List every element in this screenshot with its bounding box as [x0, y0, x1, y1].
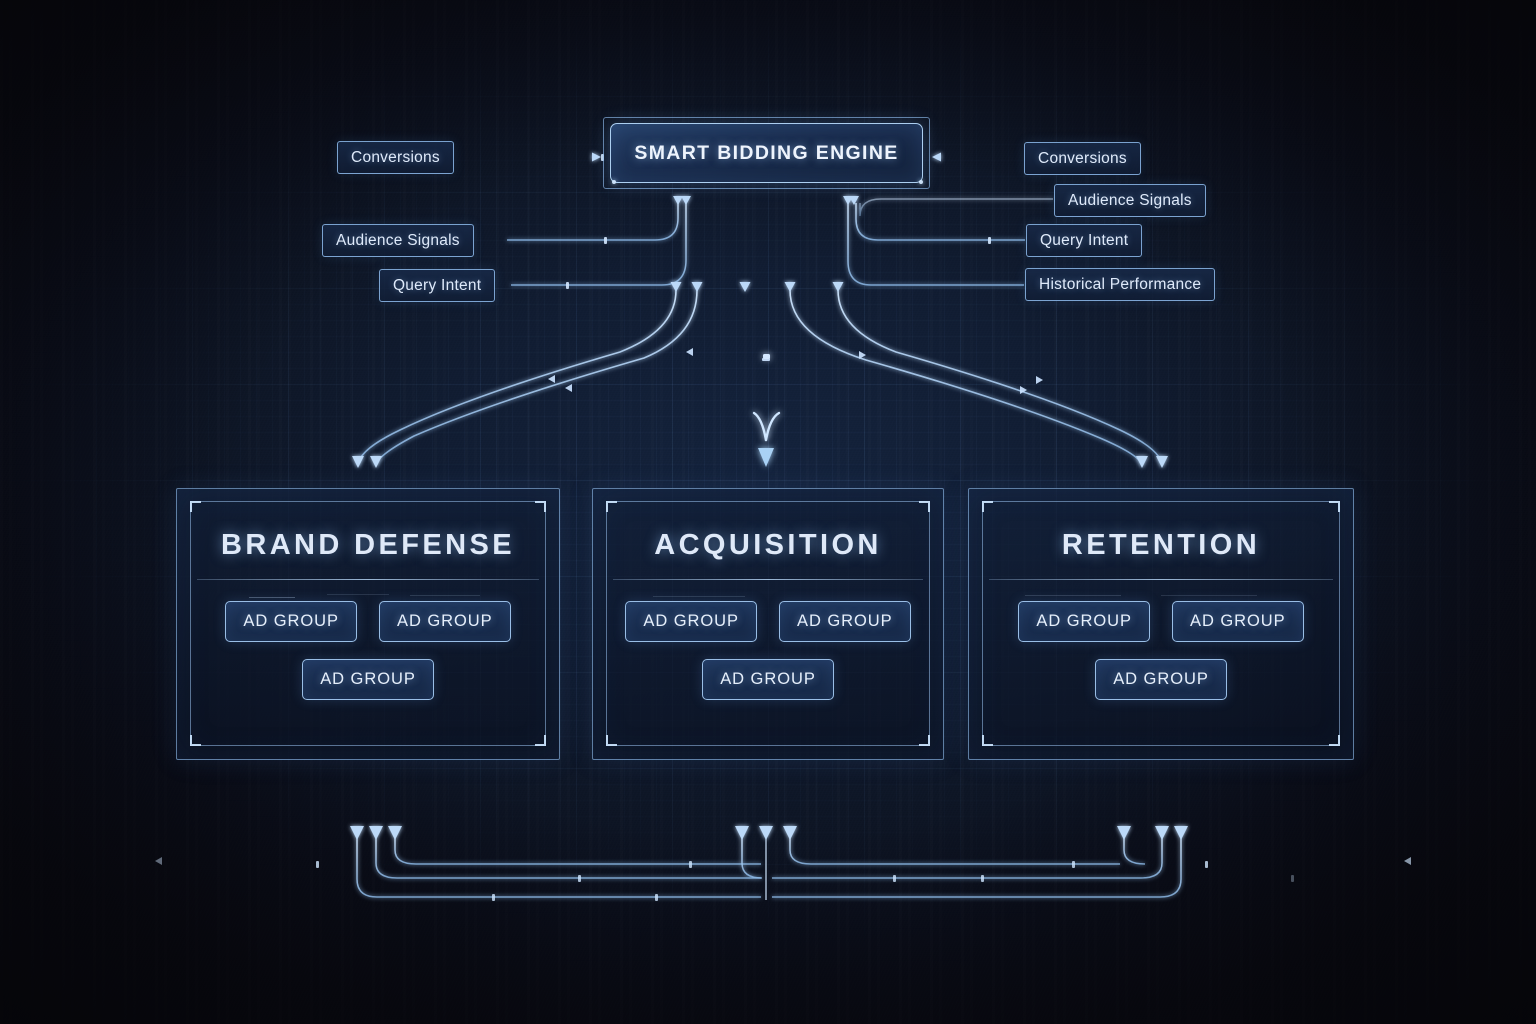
smart-bidding-engine-node[interactable]: SMART BIDDING ENGINE: [610, 123, 923, 183]
ad-group-row: AD GROUP AD GROUP: [989, 601, 1333, 642]
ad-group-row: AD GROUP: [197, 659, 539, 700]
engine-nub-left: [612, 180, 616, 184]
corner-marker-icon: [1329, 501, 1340, 512]
panel-inner-frame: [982, 501, 1340, 746]
blueprint-scuff: [249, 597, 295, 598]
corner-marker-icon: [606, 735, 617, 746]
signal-label: Conversions: [351, 148, 440, 166]
ad-group-label: AD GROUP: [397, 612, 493, 630]
signal-label: Audience Signals: [1068, 191, 1192, 209]
signal-label: Audience Signals: [336, 231, 460, 249]
ad-group-box[interactable]: AD GROUP: [1018, 601, 1150, 642]
ad-group-row: AD GROUP AD GROUP: [613, 601, 923, 642]
corner-marker-icon: [919, 735, 930, 746]
ad-group-container: AD GROUP AD GROUP AD GROUP: [197, 601, 539, 717]
panel-entry-arrowheads: [352, 456, 1168, 468]
campaign-panel-retention[interactable]: RETENTION AD GROUP AD GROUP AD GROUP: [968, 488, 1354, 760]
corner-marker-icon: [1329, 735, 1340, 746]
corner-marker-icon: [919, 501, 930, 512]
ad-group-label: AD GROUP: [320, 670, 416, 688]
corner-marker-icon: [982, 501, 993, 512]
engine-title: SMART BIDDING ENGINE: [634, 141, 899, 164]
ad-group-label: AD GROUP: [1036, 612, 1132, 630]
signal-chip-right-historical-performance[interactable]: Historical Performance: [1025, 268, 1216, 301]
corner-marker-icon: [606, 501, 617, 512]
ad-group-label: AD GROUP: [797, 612, 893, 630]
blueprint-scuff: [327, 594, 389, 595]
panel-inner-frame: [190, 501, 546, 746]
feedback-loop-lines: [356, 760, 1182, 898]
blueprint-scuff: [1161, 595, 1257, 596]
ad-group-container: AD GROUP AD GROUP AD GROUP: [613, 601, 923, 717]
signal-chip-right-audience-signals[interactable]: Audience Signals: [1054, 184, 1206, 217]
ad-group-row: AD GROUP AD GROUP: [197, 601, 539, 642]
campaign-title: ACQUISITION: [654, 529, 882, 561]
ad-group-box[interactable]: AD GROUP: [779, 601, 911, 642]
distribution-lines: [357, 192, 1163, 467]
signal-chip-right-conversions[interactable]: Conversions: [1024, 142, 1141, 175]
campaign-panel-acquisition[interactable]: ACQUISITION AD GROUP AD GROUP AD GROUP: [592, 488, 944, 760]
ad-group-label: AD GROUP: [243, 612, 339, 630]
signal-label: Query Intent: [1040, 231, 1129, 249]
center-main-arrow: [752, 354, 781, 467]
ad-group-box[interactable]: AD GROUP: [225, 601, 357, 642]
blueprint-scuff: [410, 595, 480, 596]
panel-divider: [613, 579, 923, 580]
ad-group-container: AD GROUP AD GROUP AD GROUP: [989, 601, 1333, 717]
path-direction-markers: [548, 348, 1043, 394]
ad-group-box[interactable]: AD GROUP: [1172, 601, 1304, 642]
feedback-arrowheads: [350, 826, 1188, 840]
blueprint-scuff: [1025, 595, 1121, 596]
smart-bidding-engine-frame: [603, 117, 930, 189]
ad-group-box[interactable]: AD GROUP: [625, 601, 757, 642]
ad-group-label: AD GROUP: [1113, 670, 1209, 688]
campaign-title: BRAND DEFENSE: [221, 529, 515, 561]
ad-group-label: AD GROUP: [1190, 612, 1286, 630]
corner-marker-icon: [982, 735, 993, 746]
panel-inner-frame: [606, 501, 930, 746]
signal-chip-right-query-intent[interactable]: Query Intent: [1026, 224, 1143, 257]
panel-divider: [197, 579, 539, 580]
ad-group-label: AD GROUP: [720, 670, 816, 688]
ad-group-row: AD GROUP: [613, 659, 923, 700]
ad-group-row: AD GROUP: [989, 659, 1333, 700]
ad-group-box[interactable]: AD GROUP: [1095, 659, 1227, 700]
campaign-title: RETENTION: [1061, 529, 1261, 561]
ad-group-box[interactable]: AD GROUP: [702, 659, 834, 700]
blueprint-scuff: [653, 596, 745, 597]
corner-marker-icon: [190, 735, 201, 746]
ad-group-label: AD GROUP: [643, 612, 739, 630]
signal-label: Query Intent: [393, 276, 482, 294]
signal-chip-left-audience-signals[interactable]: Audience Signals: [322, 224, 474, 257]
corner-marker-icon: [535, 735, 546, 746]
panel-divider: [989, 579, 1333, 580]
distribution-arrowheads: [670, 282, 844, 292]
signal-chip-left-conversions[interactable]: Conversions: [337, 141, 454, 174]
corner-marker-icon: [190, 501, 201, 512]
rail-ticks: [155, 857, 1411, 901]
ad-group-box[interactable]: AD GROUP: [379, 601, 511, 642]
corner-marker-icon: [535, 501, 546, 512]
signal-chip-left-query-intent[interactable]: Query Intent: [379, 269, 496, 302]
signal-label: Conversions: [1038, 149, 1127, 167]
signal-label: Historical Performance: [1039, 275, 1202, 293]
ad-group-box[interactable]: AD GROUP: [302, 659, 434, 700]
campaign-panel-brand-defense[interactable]: BRAND DEFENSE AD GROUP AD GROUP AD GROUP: [176, 488, 560, 760]
engine-nub-right: [919, 180, 923, 184]
